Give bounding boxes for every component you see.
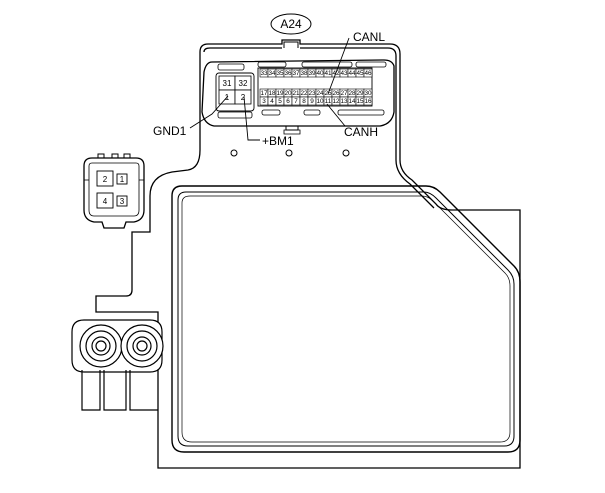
mounting-hole xyxy=(230,149,238,157)
pin-label: 40 xyxy=(316,70,324,77)
pin-label: 11 xyxy=(325,98,332,105)
pin-label: 23 xyxy=(308,90,316,97)
side-pin-4-cell xyxy=(96,192,114,209)
pin-label: 4 xyxy=(103,197,108,206)
pin-label: 35 xyxy=(276,70,284,77)
pin-label: 31 xyxy=(223,79,232,88)
pin-label: 12 xyxy=(332,98,340,105)
pin-label: 14 xyxy=(348,98,356,105)
canl-label: CANL xyxy=(353,30,385,44)
pin-label: 24 xyxy=(316,90,324,97)
pin-label: 46 xyxy=(364,70,372,77)
pin-cell xyxy=(363,68,373,78)
pin-label: 1 xyxy=(225,93,230,102)
connector-id-badge: A24 xyxy=(270,13,312,35)
pin-label: 36 xyxy=(284,70,292,77)
pin-2-cell xyxy=(234,89,252,105)
side-pin-3-cell xyxy=(116,195,128,207)
pin-label: 29 xyxy=(356,90,364,97)
pin-label: 45 xyxy=(356,70,364,77)
pin-label: 2 xyxy=(241,93,246,102)
pin-label: 39 xyxy=(308,70,316,77)
pin-label: 5 xyxy=(278,98,282,105)
connector-id: A24 xyxy=(280,17,302,31)
large-pin-block: 31 32 1 2 xyxy=(218,75,252,105)
pin-label: 20 xyxy=(284,90,292,97)
pin-label: 26 xyxy=(332,90,340,97)
pin-label: 19 xyxy=(276,90,284,97)
side-pin-1-cell xyxy=(116,173,128,185)
pin-label: 38 xyxy=(300,70,308,77)
mounting-holes xyxy=(230,149,350,157)
pin-label: 34 xyxy=(268,70,276,77)
pin-label: 2 xyxy=(103,175,108,184)
pin-label: 18 xyxy=(268,90,276,97)
pin-label: 33 xyxy=(260,70,268,77)
pin-label: 3 xyxy=(262,98,266,105)
side-pin-2-cell xyxy=(96,170,114,187)
mounting-hole xyxy=(285,149,293,157)
callouts xyxy=(189,37,350,141)
canh-label: CANH xyxy=(344,125,378,139)
gnd1-leader xyxy=(189,95,229,129)
pin-label: 30 xyxy=(364,90,372,97)
pin-label: 28 xyxy=(348,90,356,97)
lower-mounts xyxy=(71,319,164,411)
side-connector: 2 1 4 3 xyxy=(83,153,145,229)
pin-label: 44 xyxy=(348,70,356,77)
pin-label: 22 xyxy=(300,90,308,97)
pin-label: 9 xyxy=(310,98,314,105)
canl-leader xyxy=(327,37,350,95)
housing-lid xyxy=(171,185,521,453)
gnd1-label: GND1 xyxy=(153,124,187,138)
pin-label: 1 xyxy=(120,175,125,184)
pin-cell xyxy=(363,96,373,106)
pin-label: 6 xyxy=(286,98,290,105)
canh-leader xyxy=(326,103,346,127)
pin-label: 16 xyxy=(364,98,372,105)
pin-label: 43 xyxy=(340,70,348,77)
bm1-label: +BM1 xyxy=(262,134,294,148)
pin-label: 10 xyxy=(316,98,324,105)
pin-label: 7 xyxy=(294,98,298,105)
pin-label: 15 xyxy=(356,98,364,105)
mounting-hole xyxy=(342,149,350,157)
pin-label: 3 xyxy=(120,197,125,206)
pin-label: 8 xyxy=(302,98,306,105)
pin-label: 32 xyxy=(239,79,248,88)
pin-label: 37 xyxy=(292,70,300,77)
pin-label: 4 xyxy=(270,98,274,105)
pin-label: 27 xyxy=(340,90,348,97)
pin-label: 21 xyxy=(292,90,300,97)
pin-label: 41 xyxy=(324,70,332,77)
pin-label: 17 xyxy=(260,90,268,97)
pin-label: 42 xyxy=(332,70,340,77)
pin-label: 13 xyxy=(340,98,348,105)
bm1-leader xyxy=(243,96,260,141)
